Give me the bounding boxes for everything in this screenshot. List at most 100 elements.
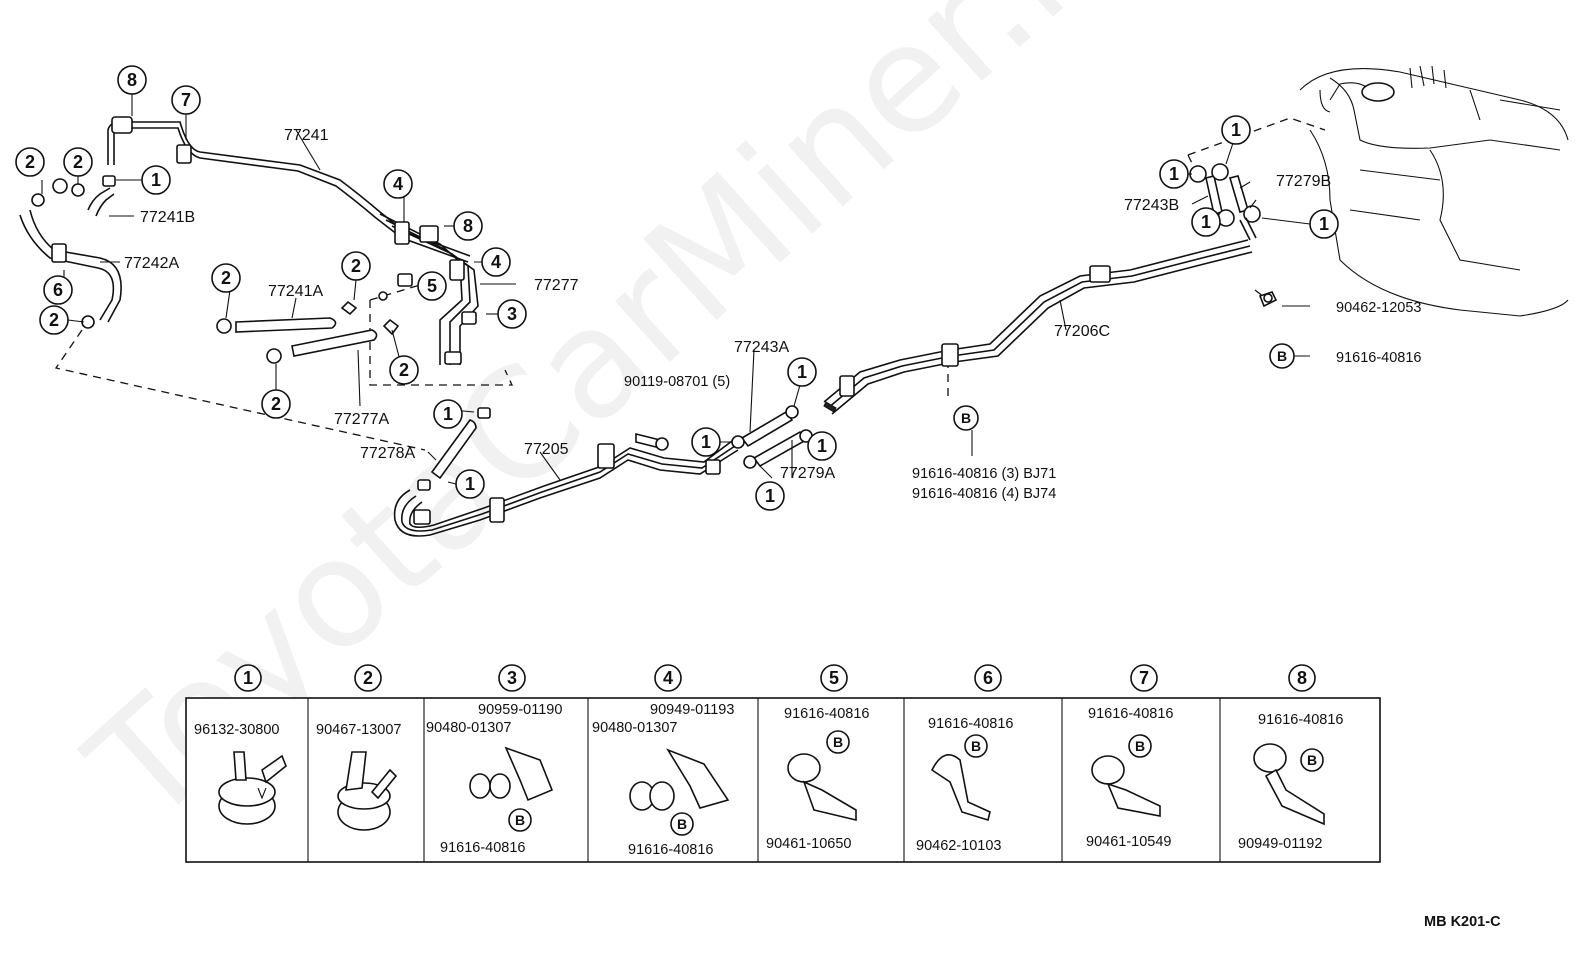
callout-3: 3: [497, 299, 527, 329]
svg-text:1: 1: [443, 404, 453, 424]
svg-text:8: 8: [1297, 668, 1307, 688]
svg-text:7: 7: [1139, 668, 1149, 688]
svg-text:5: 5: [427, 276, 437, 296]
svg-text:6: 6: [53, 280, 63, 300]
svg-text:1: 1: [765, 486, 775, 506]
label-77206C: 77206C: [1054, 323, 1110, 340]
svg-text:1: 1: [1169, 164, 1179, 184]
svg-text:5: 5: [829, 668, 839, 688]
svg-text:4: 4: [663, 668, 673, 688]
svg-text:1: 1: [151, 170, 161, 190]
callout-b: B: [953, 405, 979, 431]
callout-1: 1: [455, 469, 485, 499]
svg-text:8: 8: [127, 70, 137, 90]
callout-8: 8: [117, 65, 147, 95]
callout-4: 4: [481, 247, 511, 277]
callout-2: 2: [211, 263, 241, 293]
label-77241A: 77241A: [268, 283, 323, 300]
left-pipe-assembly: [19, 116, 491, 491]
callout-8: 8: [453, 211, 483, 241]
svg-text:2: 2: [73, 152, 83, 172]
svg-text:B: B: [833, 734, 843, 750]
svg-text:B: B: [1307, 752, 1317, 768]
svg-text:7: 7: [181, 90, 191, 110]
svg-text:1: 1: [1231, 120, 1241, 140]
callout-7: 7: [171, 85, 201, 115]
label-77277: 77277: [534, 277, 579, 294]
diagram-code: MB K201-C: [1424, 914, 1501, 930]
callout-1: 1: [141, 165, 171, 195]
callout-1: 1: [1191, 207, 1221, 237]
callout-4: 4: [383, 169, 413, 199]
svg-text:B: B: [515, 812, 525, 828]
svg-text:91616-40816: 91616-40816: [1088, 706, 1173, 722]
svg-text:B: B: [1135, 738, 1145, 754]
svg-text:2: 2: [49, 310, 59, 330]
callout-2: 2: [63, 147, 93, 177]
callout-1: 1: [433, 399, 463, 429]
callout-2: 2: [39, 305, 69, 335]
svg-text:90480-01307: 90480-01307: [592, 720, 677, 736]
label-77278A: 77278A: [360, 445, 415, 462]
label-77243A: 77243A: [734, 339, 789, 356]
svg-text:4: 4: [491, 252, 501, 272]
svg-text:3: 3: [507, 668, 517, 688]
callout-2: 2: [261, 389, 291, 419]
svg-text:1: 1: [1201, 212, 1211, 232]
callout-2: 2: [341, 251, 371, 281]
label-77277A: 77277A: [334, 411, 389, 428]
legend-cell-5: 5 91616-40816 90461-10650 B: [766, 664, 869, 852]
svg-text:1: 1: [1319, 214, 1329, 234]
legend-cell-1: 1 96132-30800: [194, 664, 287, 825]
svg-text:2: 2: [271, 394, 281, 414]
svg-text:B: B: [961, 410, 971, 426]
part-labels: 77241 77241B 77242A 77241A 77277 77277A …: [124, 127, 1421, 502]
callout-5: 5: [417, 271, 447, 301]
label-77279A: 77279A: [780, 465, 835, 482]
svg-text:96132-30800: 96132-30800: [194, 722, 279, 738]
svg-text:90467-13007: 90467-13007: [316, 722, 401, 738]
label-91616-40816: 91616-40816: [1336, 350, 1421, 366]
svg-text:1: 1: [243, 668, 253, 688]
svg-text:B: B: [971, 738, 981, 754]
svg-text:91616-40816: 91616-40816: [440, 840, 525, 856]
svg-text:2: 2: [351, 256, 361, 276]
callout-1: 1: [691, 427, 721, 457]
svg-text:1: 1: [817, 436, 827, 456]
svg-text:1: 1: [797, 362, 807, 382]
svg-text:3: 3: [507, 304, 517, 324]
callouts: 8 7 2 2 1 6 2 4 8 4 5 3 2 2 2 2 1 1 1 1 …: [15, 65, 1339, 511]
callout-6: 6: [43, 275, 73, 305]
svg-text:2: 2: [221, 268, 231, 288]
svg-text:4: 4: [393, 174, 403, 194]
svg-text:90949-01192: 90949-01192: [1238, 836, 1322, 852]
callout-2: 2: [15, 147, 45, 177]
callout-1: 1: [755, 481, 785, 511]
label-77205: 77205: [524, 441, 569, 458]
svg-text:2: 2: [363, 668, 373, 688]
legend-cell-8: 8 91616-40816 90949-01192 B: [1238, 664, 1343, 852]
svg-text:91616-40816: 91616-40816: [784, 706, 869, 722]
svg-text:90959-01190: 90959-01190: [478, 702, 562, 718]
svg-text:90949-01193: 90949-01193: [650, 702, 734, 718]
svg-text:91616-40816: 91616-40816: [928, 716, 1013, 732]
label-90462-12053: 90462-12053: [1336, 300, 1421, 316]
callout-1: 1: [807, 431, 837, 461]
label-77241B: 77241B: [140, 209, 195, 226]
parts-legend: 1 96132-30800 2 90467-13007 3 90959-0119…: [185, 664, 1381, 863]
label-77242A: 77242A: [124, 255, 179, 272]
svg-text:90461-10549: 90461-10549: [1086, 834, 1171, 850]
legend-cell-4: 4 90949-01193 90480-01307 91616-40816 B: [592, 664, 734, 858]
label-90119-08701: 90119-08701 (5): [624, 374, 730, 390]
svg-text:6: 6: [983, 668, 993, 688]
svg-text:B: B: [677, 816, 687, 832]
label-77279B: 77279B: [1276, 173, 1331, 190]
svg-text:1: 1: [701, 432, 711, 452]
callout-1: 1: [1309, 209, 1339, 239]
legend-cell-6: 6 91616-40816 90462-10103 B: [916, 664, 1013, 854]
fuel-tank: [1299, 65, 1569, 317]
legend-cell-2: 2 90467-13007: [316, 664, 401, 831]
callout-1: 1: [787, 357, 817, 387]
callout-2: 2: [389, 355, 419, 385]
